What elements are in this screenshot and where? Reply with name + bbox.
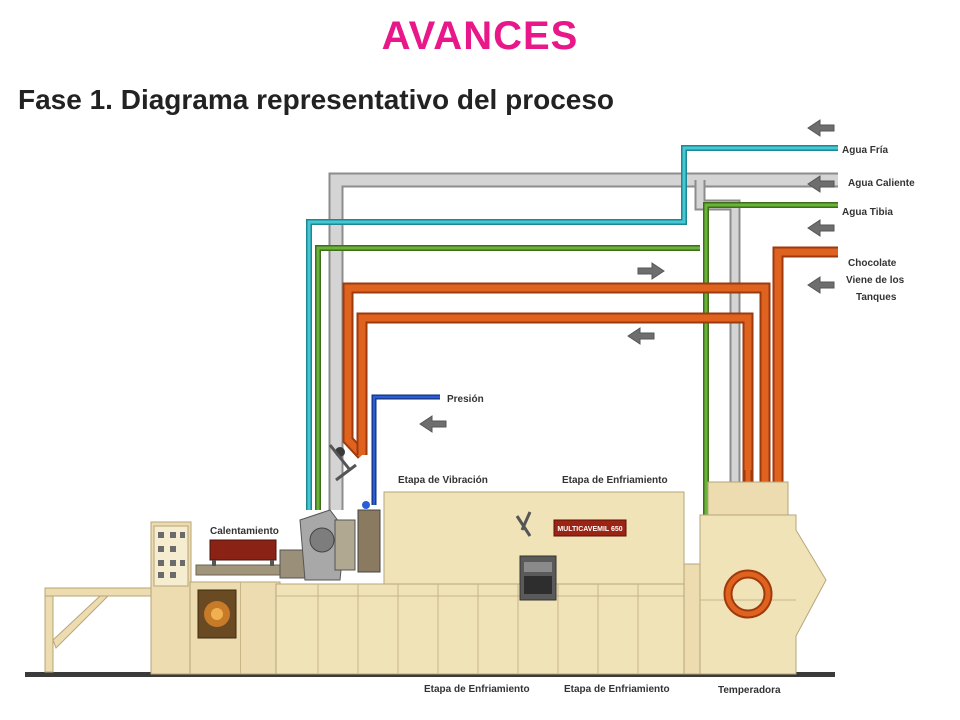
- arrow-right-icon: [637, 262, 665, 280]
- arrow-left-icon: [807, 175, 835, 193]
- arrow-left-icon: [627, 327, 655, 345]
- control-cabinet: [150, 521, 192, 675]
- arrow-left-icon: [419, 415, 447, 433]
- label-agua-fria: Agua Fría: [842, 145, 889, 156]
- arrow-left-icon: [807, 219, 835, 237]
- pipe-agua-tibia: [315, 202, 838, 515]
- label-agua-tibia: Agua Tibia: [842, 207, 893, 218]
- label-presion: Presión: [447, 394, 484, 405]
- page-title: AVANCES: [381, 14, 579, 58]
- label-agua-caliente: Agua Caliente: [848, 178, 915, 189]
- label-etapa-enfriamiento-top: Etapa de Enfriamiento: [562, 475, 668, 486]
- pipe-presion: [371, 394, 440, 505]
- arrow-left-icon: [807, 276, 835, 294]
- label-chocolate-origin: Viene de los: [846, 275, 905, 286]
- arrow-left-icon: [807, 119, 835, 137]
- label-etapa-enfriamiento-bottom-1: Etapa de Enfriamiento: [424, 684, 530, 695]
- label-etapa-vibracion: Etapa de Vibración: [398, 475, 488, 486]
- temperadora-unit: [683, 481, 827, 675]
- label-chocolate-tanks: Tanques: [856, 292, 897, 303]
- pipe-agua-fria: [306, 145, 838, 510]
- heating-unit: [195, 539, 291, 576]
- heating-base: [189, 581, 281, 675]
- label-chocolate: Chocolate: [848, 258, 897, 269]
- label-etapa-enfriamiento-bottom-2: Etapa de Enfriamiento: [564, 684, 670, 695]
- machine-brand-label: MULTICAVEMIL 650: [557, 526, 622, 533]
- mixer-unit: [279, 444, 381, 581]
- support-frame: [44, 587, 154, 673]
- label-calentamiento: Calentamiento: [210, 526, 279, 537]
- label-temperadora: Temperadora: [718, 685, 781, 696]
- page-subtitle: Fase 1. Diagrama representativo del proc…: [18, 84, 615, 115]
